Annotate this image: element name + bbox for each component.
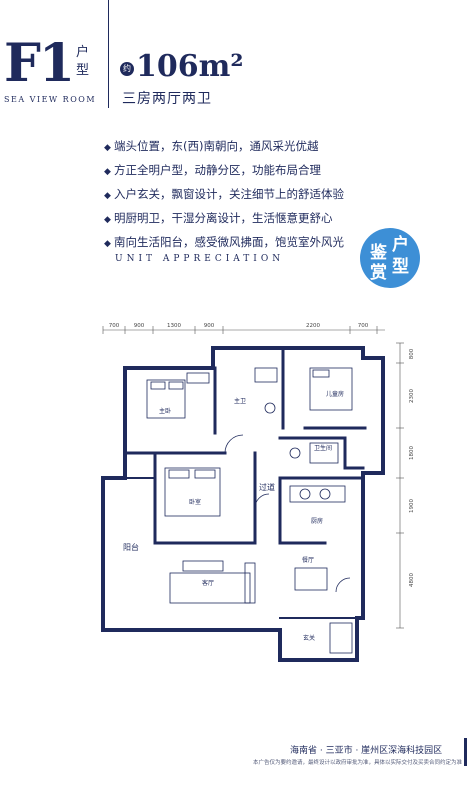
- footer-disclaimer: 本广告仅为要约邀请，最终设计以政府审批为准，具体以实际交付及买卖合同约定为准: [253, 760, 463, 766]
- room-label-bedroom2: 卧室: [189, 498, 201, 506]
- room-label-entry: 玄关: [303, 634, 315, 642]
- badge-char: 鉴: [370, 243, 387, 263]
- dim-top: 700: [358, 323, 369, 329]
- dim-top: 900: [134, 323, 145, 329]
- area-approx-badge: 约: [120, 62, 134, 76]
- footer-address: 海南省 · 三亚市 · 崖州区深海科技园区: [290, 746, 443, 756]
- feature-item: ◆明厨明卫，干湿分离设计，生活惬意更舒心: [104, 207, 344, 231]
- sea-view-room-label: SEA VIEW ROOM: [4, 95, 97, 104]
- dim-top: 2200: [306, 323, 320, 329]
- diamond-bullet-icon: ◆: [104, 143, 111, 153]
- room-label-child: 儿童房: [326, 390, 344, 398]
- feature-list: ◆端头位置，东(西)南朝向，通风采光优越 ◆方正全明户型，动静分区，功能布局合理…: [104, 135, 344, 255]
- dim-right: 1800: [409, 446, 415, 460]
- area-value: 106m²: [136, 49, 244, 84]
- unit-appreciation-label: UNIT APPRECIATION: [115, 254, 285, 264]
- room-label-dining: 餐厅: [302, 556, 314, 564]
- feature-item: ◆南向生活阳台，感受微风拂面，饱览室外风光: [104, 231, 344, 255]
- room-label-kitchen: 厨房: [311, 517, 323, 525]
- floor-plan: 700 900 1300 900 2200 700 800 2300 1800 …: [101, 323, 415, 662]
- badge-char: 户: [392, 235, 409, 255]
- diamond-bullet-icon: ◆: [104, 239, 111, 249]
- feature-item: ◆方正全明户型，动静分区，功能布局合理: [104, 159, 344, 183]
- diamond-bullet-icon: ◆: [104, 191, 111, 201]
- diamond-bullet-icon: ◆: [104, 167, 111, 177]
- header-divider-line: [108, 0, 109, 108]
- room-label-balcony: 阳台: [123, 542, 139, 552]
- dim-top: 900: [204, 323, 215, 329]
- room-label-living: 客厅: [202, 579, 214, 587]
- badge-char: 型: [392, 257, 409, 277]
- diamond-bullet-icon: ◆: [104, 215, 111, 225]
- dim-top: 700: [109, 323, 120, 329]
- room-layout-label: 三房两厅两卫: [122, 91, 212, 107]
- appreciation-badge: 鉴 户 赏 型: [360, 228, 420, 288]
- badge-char: 赏: [370, 263, 387, 283]
- dim-right: 1900: [409, 499, 415, 513]
- room-label-corridor: 过道: [259, 482, 275, 492]
- feature-item: ◆入户玄关，飘窗设计，关注细节上的舒适体验: [104, 183, 344, 207]
- dim-right: 2300: [409, 389, 415, 403]
- unit-type-letter: F1: [4, 33, 75, 94]
- dim-right: 4800: [409, 573, 415, 587]
- room-label-bath-guest: 卫生间: [314, 444, 332, 452]
- feature-item: ◆端头位置，东(西)南朝向，通风采光优越: [104, 135, 344, 159]
- room-label-master: 主卧: [159, 407, 171, 415]
- unit-type-suffix: 户型: [76, 45, 90, 78]
- dim-top: 1300: [167, 323, 181, 329]
- footer-accent-bar: [464, 738, 467, 766]
- room-label-bath-main: 主卫: [234, 397, 246, 405]
- dim-right: 800: [409, 348, 415, 359]
